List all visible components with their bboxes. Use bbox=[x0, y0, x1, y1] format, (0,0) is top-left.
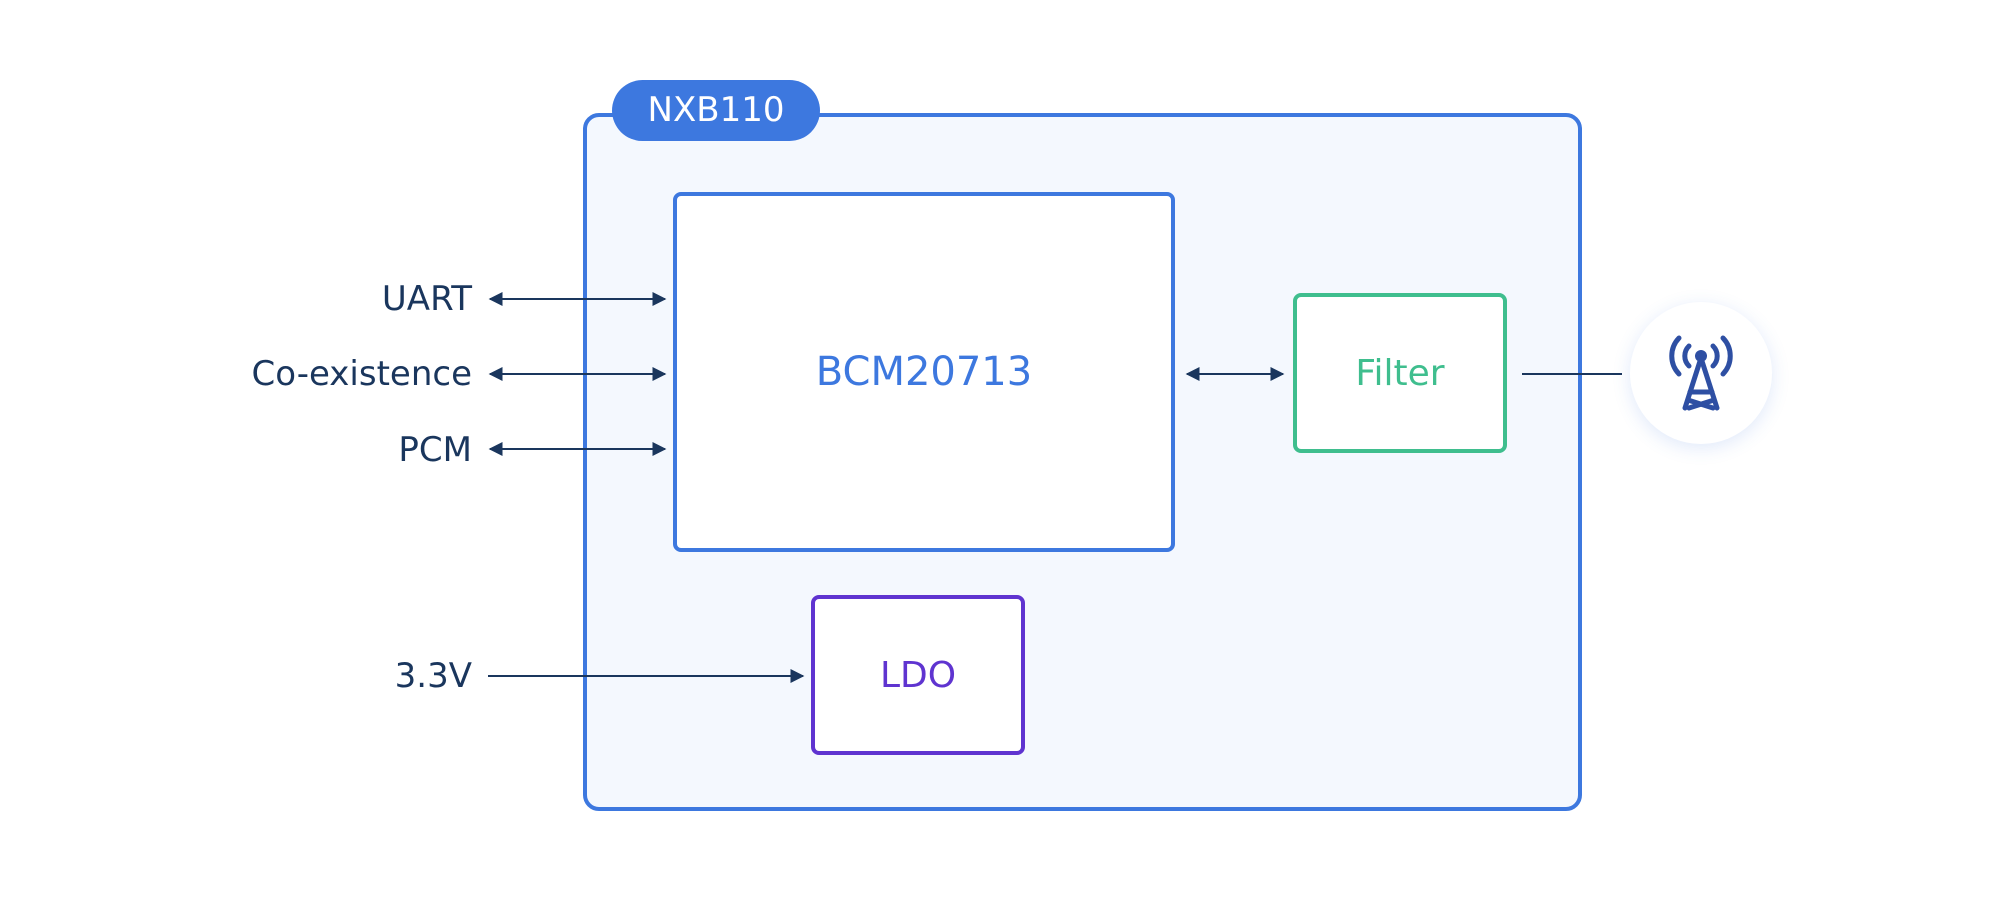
antenna-badge bbox=[1630, 302, 1772, 444]
power-label-3v3: 3.3V bbox=[394, 656, 472, 696]
bcm20713-label: BCM20713 bbox=[815, 349, 1033, 395]
antenna-tower-icon bbox=[1669, 335, 1733, 411]
filter-label: Filter bbox=[1355, 352, 1445, 394]
ldo-label: LDO bbox=[879, 654, 957, 696]
module-title-badge: NXB110 bbox=[612, 80, 820, 141]
bcm20713-block: BCM20713 bbox=[673, 192, 1175, 552]
signal-label-coexistence: Co-existence bbox=[251, 354, 472, 394]
signal-label-pcm: PCM bbox=[398, 430, 472, 470]
filter-block: Filter bbox=[1293, 293, 1507, 453]
ldo-block: LDO bbox=[811, 595, 1025, 755]
signal-label-uart: UART bbox=[381, 279, 472, 319]
